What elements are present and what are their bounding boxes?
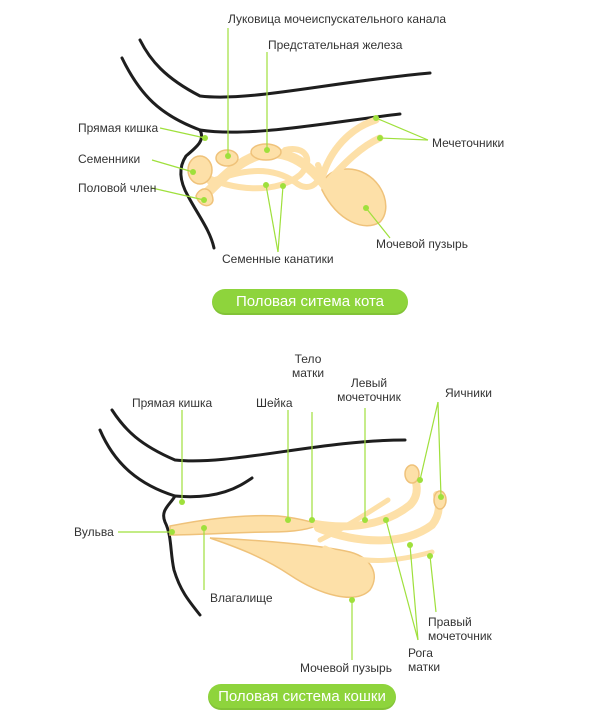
female-left-ureter bbox=[317, 497, 391, 543]
female-left-ovary bbox=[404, 464, 420, 484]
female-body-outline bbox=[98, 408, 407, 617]
female-cat-figure bbox=[98, 401, 447, 660]
label-testes: Семенники bbox=[78, 152, 141, 166]
female-vagina bbox=[169, 514, 323, 536]
label-left-ureter: Левый мочеточник bbox=[337, 376, 401, 404]
female-system-title: Половая система кошки bbox=[208, 684, 396, 710]
male-ureter-1 bbox=[318, 116, 380, 182]
label-uterus-body: Тело матки bbox=[291, 352, 325, 380]
label-uterine-horns: Рога матки bbox=[408, 646, 441, 674]
male-cord-2 bbox=[207, 162, 323, 190]
label-male-bladder: Мочевой пузырь bbox=[376, 237, 468, 251]
male-cat-figure bbox=[120, 28, 432, 253]
male-system-title: Половая ситема кота bbox=[212, 289, 408, 315]
label-female-bladder: Мочевой пузырь bbox=[300, 661, 392, 675]
male-cord-1 bbox=[202, 146, 311, 192]
female-bladder bbox=[209, 537, 375, 598]
female-right-ovary bbox=[433, 490, 447, 510]
label-ovaries: Яичники bbox=[445, 386, 492, 400]
male-pointer-lines bbox=[151, 28, 429, 253]
label-urethral-bulb: Луковица мочеиспускательного канала bbox=[228, 12, 447, 26]
female-pointer-dots bbox=[169, 477, 444, 603]
label-right-ureter: Правый мочеточник bbox=[428, 615, 492, 643]
female-right-ureter bbox=[322, 545, 435, 563]
male-organs bbox=[187, 116, 387, 227]
label-cervix: Шейка bbox=[256, 396, 293, 410]
female-pointer-lines bbox=[118, 401, 442, 660]
label-female-rectum: Прямая кишка bbox=[132, 396, 213, 410]
label-vagina: Влагалище bbox=[210, 591, 273, 605]
label-male-ureters: Мечеточники bbox=[432, 136, 505, 150]
male-ureter-2 bbox=[321, 134, 384, 189]
male-pointer-dots bbox=[190, 115, 383, 211]
female-organs bbox=[169, 464, 447, 598]
label-prostate: Предстательная железа bbox=[268, 38, 403, 52]
male-body-outline bbox=[120, 38, 432, 250]
label-penis: Половой член bbox=[78, 181, 157, 195]
label-male-rectum: Прямая кишка bbox=[78, 121, 159, 135]
label-spermatic-cords: Семенные канатики bbox=[222, 252, 334, 266]
label-vulva: Вульва bbox=[74, 525, 114, 539]
